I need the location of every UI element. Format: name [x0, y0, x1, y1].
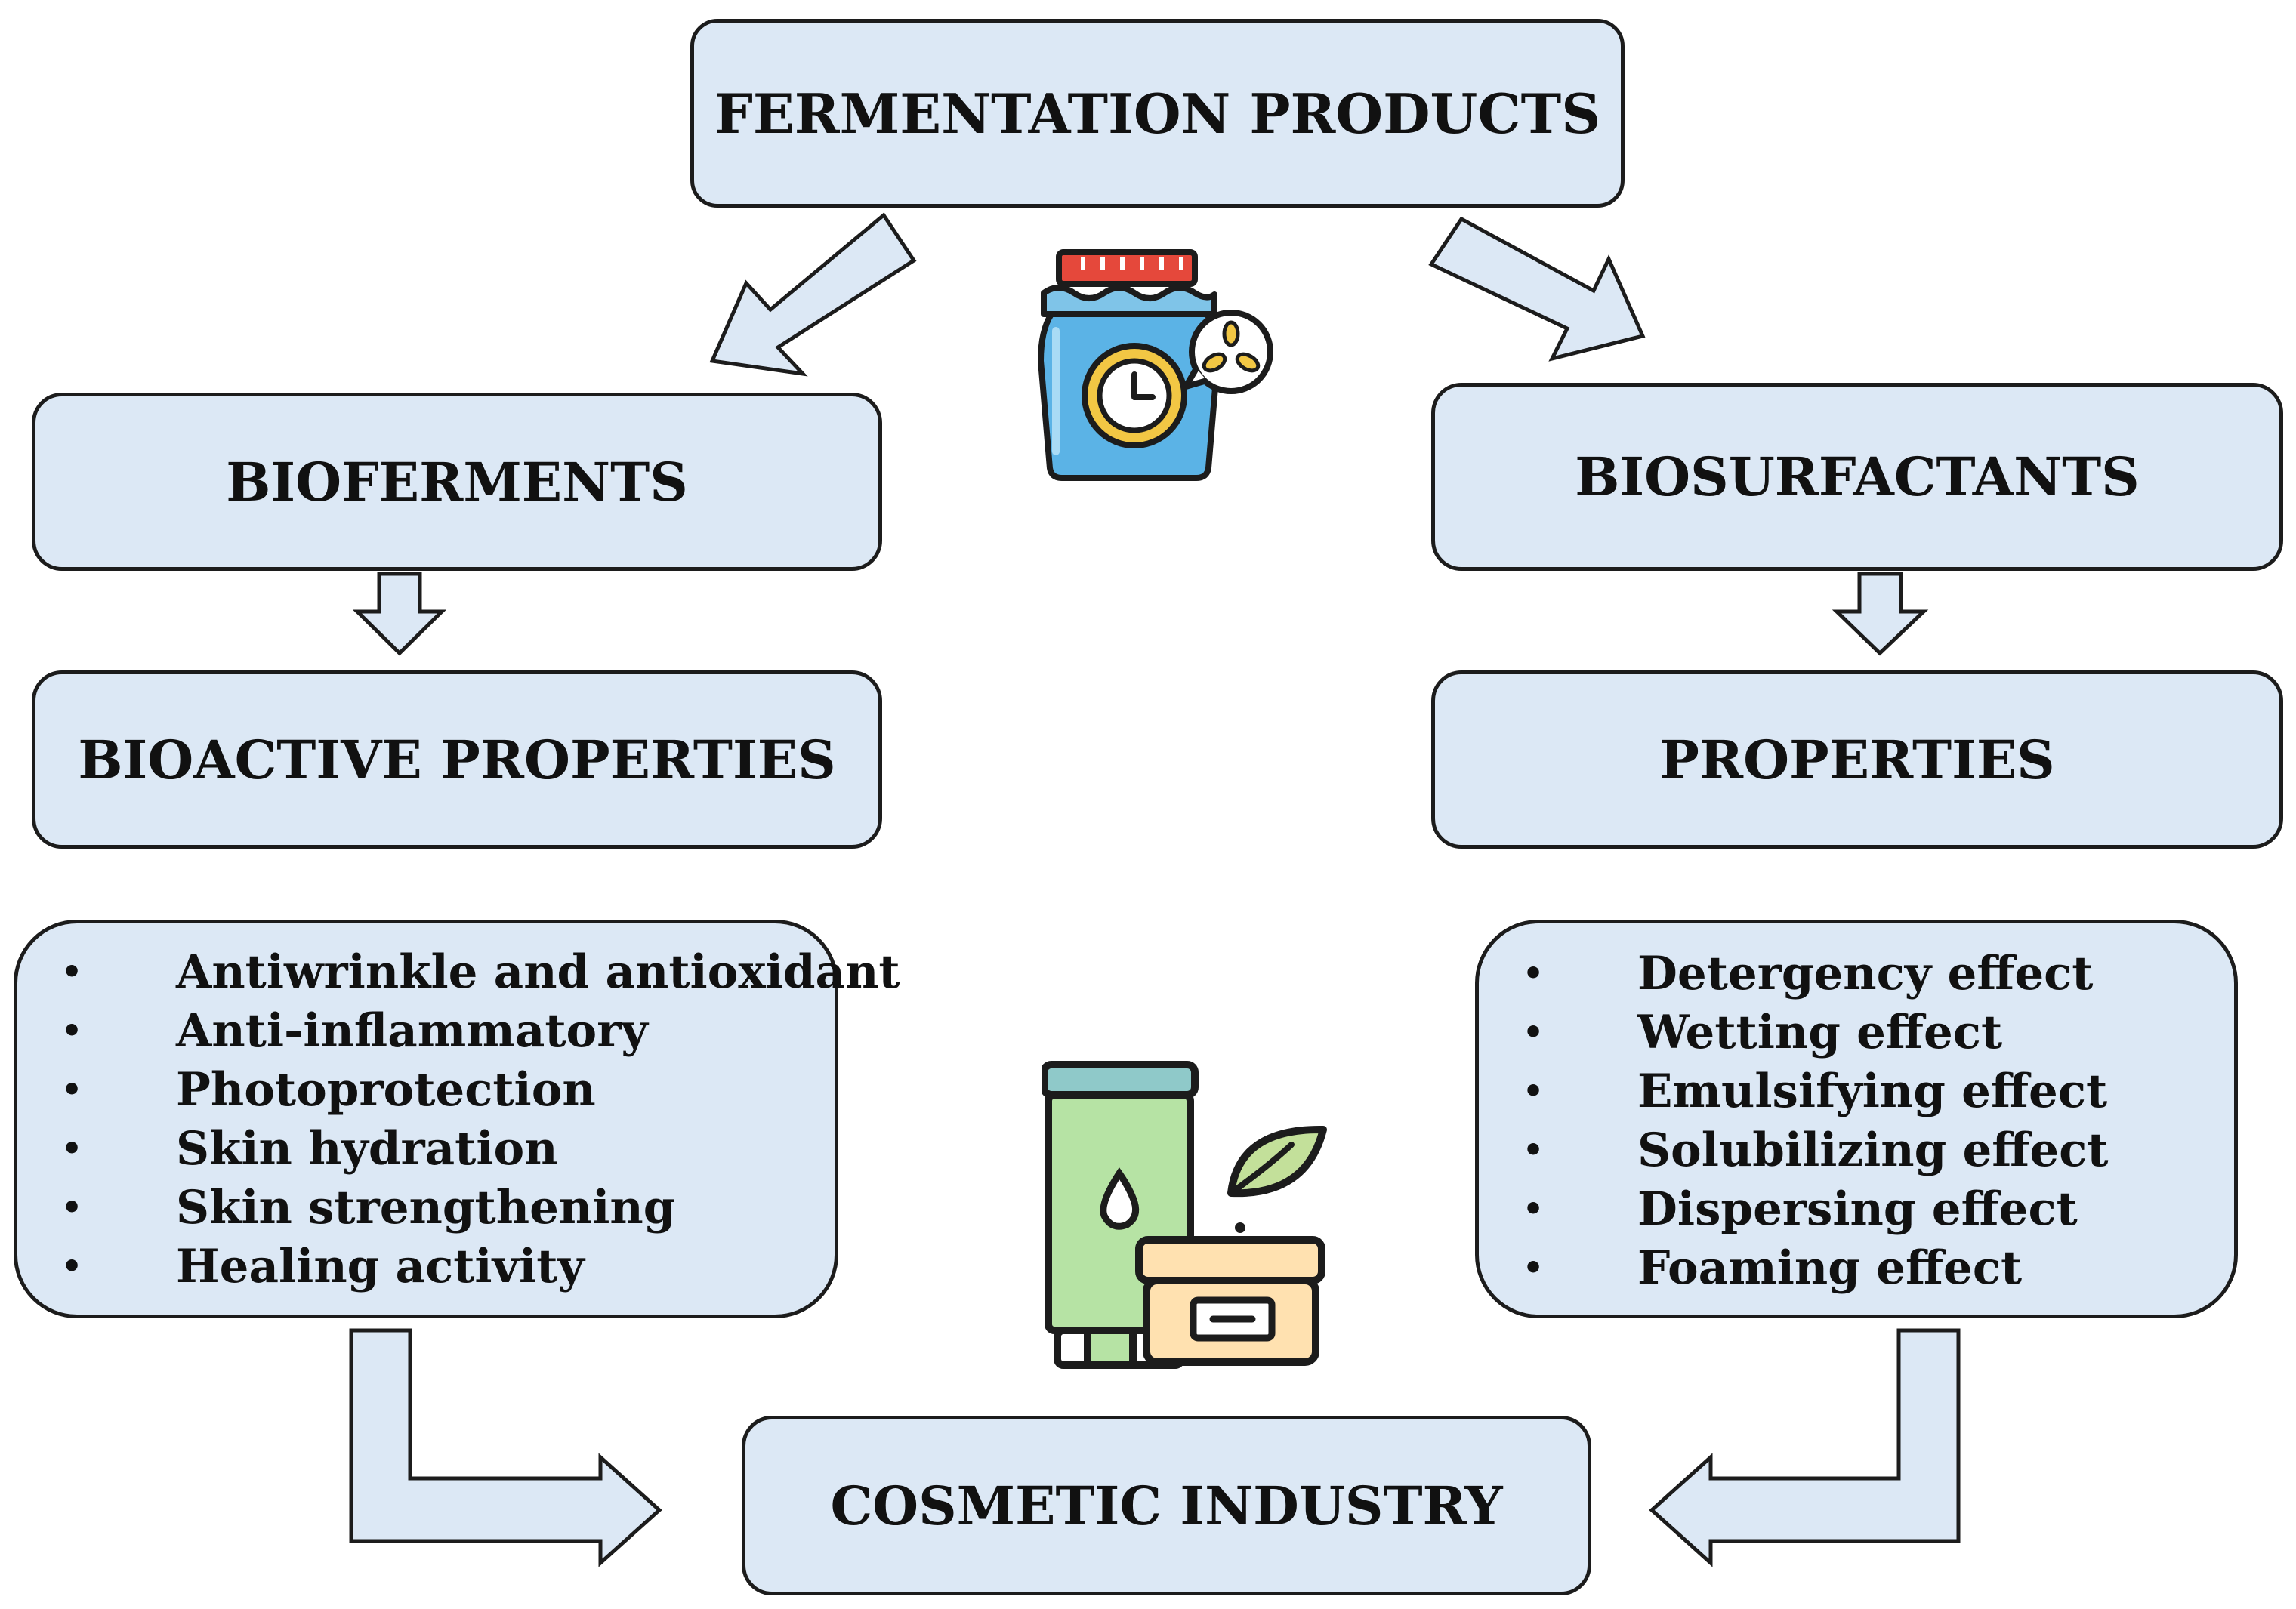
- bullet: •: [61, 1247, 83, 1286]
- bullet: •: [1523, 1190, 1545, 1228]
- arrow-bioferments-to-bioactive: [352, 572, 447, 656]
- bullet: •: [1523, 954, 1545, 993]
- list-item-text: Dispersing effect: [1637, 1182, 2078, 1236]
- node-fermentation-products: FERMENTATION PRODUCTS: [690, 19, 1625, 208]
- bullet: •: [61, 953, 83, 991]
- bullet: •: [61, 1071, 83, 1109]
- arrow-bioactive-to-cosmetic: [349, 1328, 662, 1567]
- arrow-properties-to-cosmetic: [1649, 1328, 1961, 1567]
- list-item-text: Solubilizing effect: [1637, 1124, 2109, 1177]
- fermentation-jar-icon: [1038, 249, 1273, 481]
- bioactive-list-box: • Antiwrinkle and antioxidant • Anti-infla…: [14, 920, 900, 1318]
- list-item-text: Wetting effect: [1637, 1006, 2003, 1059]
- cosmetic-products-icon: [1042, 1061, 1327, 1369]
- arrow-to-biosurfactants: [1428, 216, 1646, 362]
- list-item-text: Anti-inflammatory: [176, 1004, 648, 1058]
- list-item-text: Skin strengthening: [176, 1181, 676, 1234]
- node-properties-label: PROPERTIES: [1659, 728, 2055, 791]
- list-item-text: Photoprotection: [176, 1063, 596, 1117]
- node-cosmetic-industry: COSMETIC INDUSTRY: [742, 1416, 1591, 1595]
- list-item-text: Foaming effect: [1637, 1241, 2023, 1295]
- list-item-text: Detergency effect: [1637, 947, 2094, 1000]
- list-item-text: Emulsifying effect: [1637, 1065, 2108, 1118]
- properties-list-box: • Detergency effect • Wetting effect • Emul…: [1475, 920, 2238, 1318]
- bullet: •: [1523, 1249, 1545, 1287]
- bullet: •: [61, 1188, 83, 1227]
- node-bioactive-properties-label: BIOACTIVE PROPERTIES: [78, 728, 836, 791]
- node-bioactive-properties: BIOACTIVE PROPERTIES: [32, 670, 882, 849]
- node-bioferments-label: BIOFERMENTS: [226, 450, 688, 513]
- bullet: •: [61, 1012, 83, 1050]
- bullet: •: [61, 1130, 83, 1168]
- list-item-text: Healing activity: [176, 1240, 585, 1293]
- node-biosurfactants: BIOSURFACTANTS: [1431, 383, 2283, 571]
- list-item-text: Antiwrinkle and antioxidant: [176, 945, 900, 999]
- bullet: •: [1523, 1072, 1545, 1111]
- arrow-to-bioferments: [709, 212, 917, 377]
- bullet: •: [1523, 1013, 1545, 1052]
- node-fermentation-products-label: FERMENTATION PRODUCTS: [714, 81, 1601, 146]
- arrow-biosurfactants-to-properties: [1832, 572, 1929, 656]
- node-bioferments: BIOFERMENTS: [32, 393, 882, 571]
- node-properties: PROPERTIES: [1431, 670, 2283, 849]
- node-cosmetic-industry-label: COSMETIC INDUSTRY: [830, 1474, 1503, 1537]
- list-item-text: Skin hydration: [176, 1122, 558, 1176]
- node-biosurfactants-label: BIOSURFACTANTS: [1575, 445, 2140, 508]
- bullet: •: [1523, 1131, 1545, 1170]
